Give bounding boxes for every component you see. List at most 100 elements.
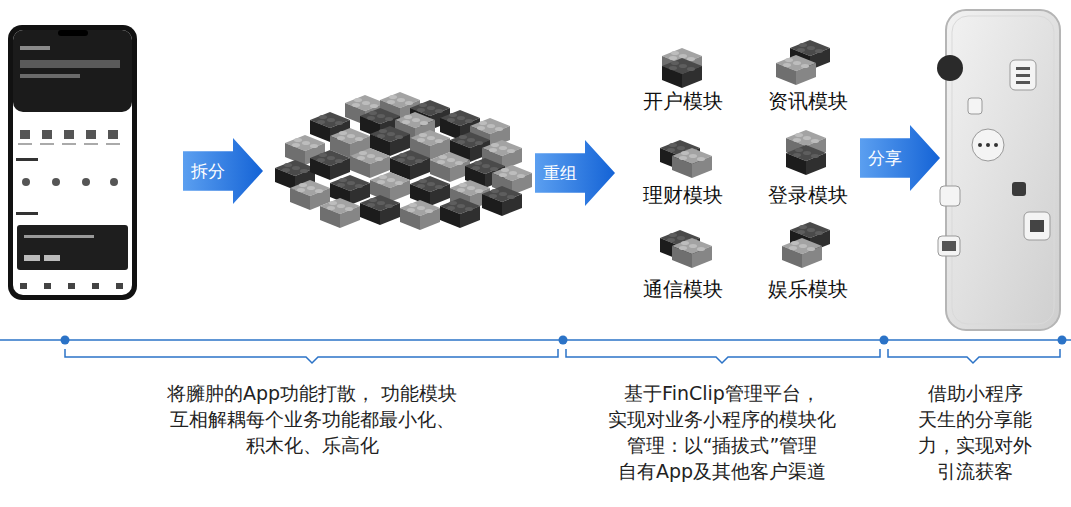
left-phone-part bbox=[16, 158, 38, 161]
left-phone-part-part bbox=[18, 143, 32, 145]
left-phone-part bbox=[20, 46, 50, 50]
right-phone-part bbox=[978, 143, 982, 147]
left-phone-part bbox=[13, 30, 132, 295]
left-phone-part bbox=[24, 235, 94, 238]
left-phone-part bbox=[16, 212, 38, 215]
flow-arrow: 重组 bbox=[535, 140, 615, 206]
arrow-label: 重组 bbox=[543, 163, 577, 183]
brick-pile-part bbox=[320, 198, 360, 228]
left-phone-part bbox=[24, 255, 40, 261]
right-phone-part bbox=[942, 241, 956, 251]
module-label: 通信模块 bbox=[643, 276, 723, 303]
right-phone-part bbox=[1024, 212, 1050, 240]
module-icons-part bbox=[672, 148, 712, 178]
right-phone-part bbox=[972, 129, 1004, 161]
timeline-dot-part bbox=[880, 336, 889, 345]
brick-pile-part bbox=[482, 186, 522, 216]
brick-pile-part bbox=[360, 195, 400, 225]
left-phone-part bbox=[44, 255, 60, 261]
right-phone-part bbox=[1016, 81, 1030, 84]
module-label: 登录模块 bbox=[768, 182, 848, 209]
brick-pile-part bbox=[350, 148, 390, 178]
right-phone-part bbox=[938, 236, 960, 256]
right-phone-part bbox=[1030, 220, 1044, 232]
arrow-label: 分享 bbox=[868, 148, 902, 168]
timeline-part bbox=[888, 349, 1060, 363]
right-phone bbox=[937, 10, 1060, 330]
left-phone-part-part bbox=[22, 178, 30, 186]
timeline-dot bbox=[61, 336, 1067, 345]
left-phone-part bbox=[17, 225, 128, 270]
left-phone-part-part bbox=[84, 143, 98, 145]
stage-note: 基于FinClip管理平台， 实现对业务小程序的模块化 管理：以“插拔式”管理 … bbox=[602, 380, 842, 484]
left-phone-part-part bbox=[92, 283, 99, 289]
timeline-part bbox=[566, 349, 880, 363]
left-phone-part-part bbox=[106, 143, 120, 145]
left-phone-part bbox=[20, 130, 118, 139]
brick-pile-part bbox=[400, 200, 440, 230]
right-phone-part bbox=[994, 143, 998, 147]
arrow-fill bbox=[860, 125, 940, 191]
module-icons-part bbox=[672, 238, 712, 268]
left-phone-part-part bbox=[62, 143, 76, 145]
arrow-fill bbox=[535, 140, 615, 206]
timeline-dot-part bbox=[61, 336, 70, 345]
module-icons bbox=[660, 40, 830, 268]
brick-pile-part bbox=[430, 152, 470, 182]
brick-pile-part bbox=[310, 150, 350, 180]
timeline bbox=[0, 340, 1071, 363]
brick-pile bbox=[275, 92, 532, 230]
brick-pile-part bbox=[440, 198, 480, 228]
left-phone-part bbox=[20, 283, 123, 289]
left-phone-part bbox=[22, 178, 118, 186]
right-phone-part bbox=[937, 55, 963, 81]
module-label: 理财模块 bbox=[643, 182, 723, 209]
left-phone-part bbox=[20, 60, 120, 68]
module-icons-part bbox=[786, 145, 826, 175]
left-phone-part-part bbox=[42, 130, 52, 139]
brick-pile-part bbox=[410, 176, 450, 206]
timeline-dot-part bbox=[559, 336, 568, 345]
module-label: 资讯模块 bbox=[768, 88, 848, 115]
left-phone-part-part bbox=[20, 283, 27, 289]
left-phone-part-part bbox=[40, 143, 54, 145]
timeline-part bbox=[65, 349, 558, 363]
left-phone-part bbox=[8, 25, 137, 300]
left-phone-part-part bbox=[116, 283, 123, 289]
left-phone-part-part bbox=[68, 283, 75, 289]
right-phone-part bbox=[940, 186, 960, 206]
right-phone-part bbox=[1012, 182, 1026, 196]
left-phone-part-part bbox=[64, 130, 74, 139]
right-phone-part bbox=[952, 16, 1054, 324]
module-icons-part bbox=[662, 58, 702, 88]
left-phone-part bbox=[18, 143, 120, 145]
left-phone-part bbox=[58, 30, 88, 36]
right-phone-part bbox=[986, 143, 990, 147]
left-phone-part-part bbox=[108, 130, 118, 139]
module-icons-part bbox=[782, 238, 822, 268]
timeline-dot-part bbox=[1058, 336, 1067, 345]
left-phone-part-part bbox=[44, 283, 51, 289]
right-phone-part bbox=[1016, 67, 1030, 70]
stage-note: 借助小程序 天生的分享能 力，实现对外 引流获客 bbox=[911, 380, 1039, 484]
left-phone-part-part bbox=[52, 178, 60, 186]
right-phone-part bbox=[968, 98, 982, 114]
left-phone-part-part bbox=[20, 130, 30, 139]
right-phone-part bbox=[1016, 74, 1030, 77]
right-phone-part bbox=[946, 10, 1060, 330]
right-phone-part bbox=[1010, 60, 1036, 90]
left-phone-part-part bbox=[82, 178, 90, 186]
flow-arrow: 分享 bbox=[860, 125, 940, 191]
arrow-fill bbox=[183, 138, 263, 204]
left-phone bbox=[8, 25, 137, 300]
flow-arrow: 拆分 bbox=[183, 138, 263, 204]
arrow-label: 拆分 bbox=[191, 161, 225, 181]
module-label: 娱乐模块 bbox=[768, 276, 848, 303]
left-phone-part bbox=[13, 30, 132, 112]
left-phone-part-part bbox=[86, 130, 96, 139]
module-label: 开户模块 bbox=[643, 88, 723, 115]
left-phone-part bbox=[20, 74, 80, 78]
timeline-part bbox=[0, 339, 1071, 341]
module-icons-part bbox=[776, 55, 816, 85]
